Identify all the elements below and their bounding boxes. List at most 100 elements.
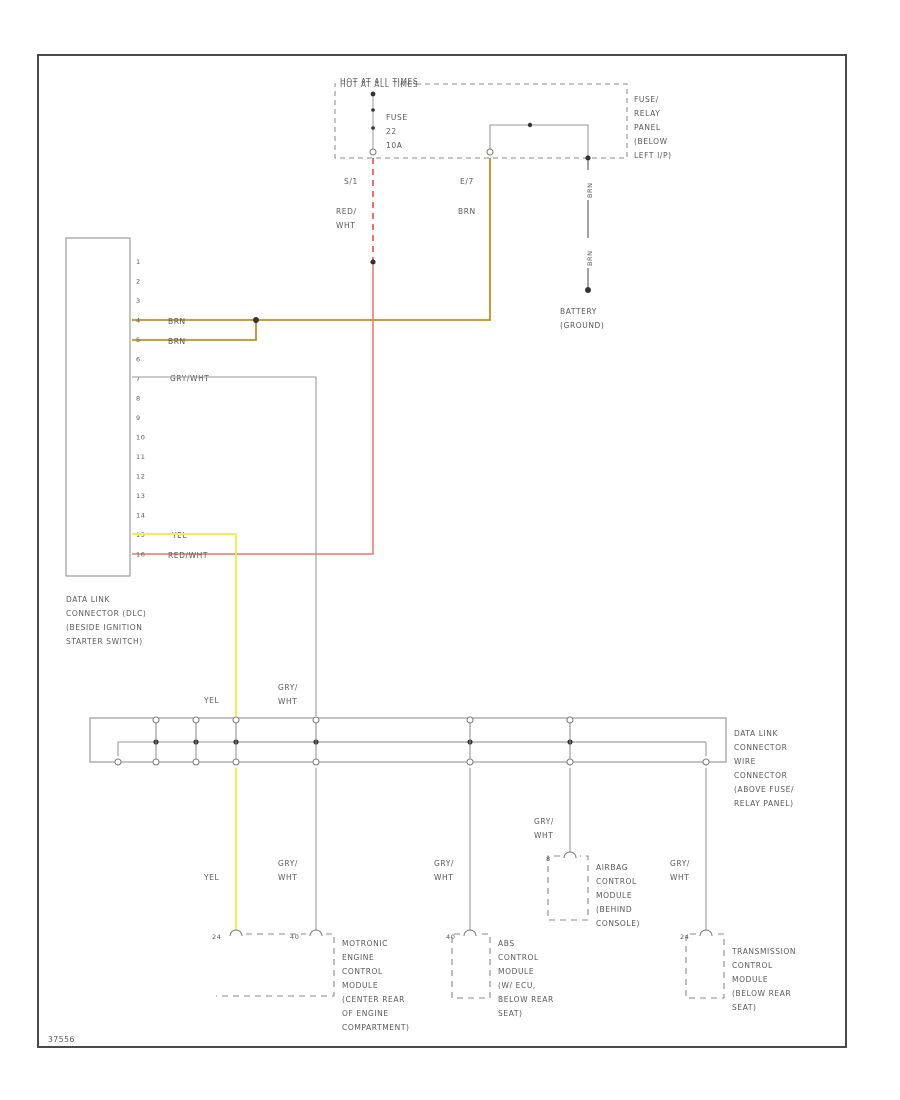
- fuse-panel-label-3: PANEL: [634, 123, 661, 132]
- terminal-s1-label: S/1: [344, 177, 358, 186]
- battery-ground: BRN BRN BATTERY (GROUND): [560, 160, 604, 330]
- fuse-bottom-terminal: [369, 148, 377, 156]
- splice-top-terminal: [152, 716, 160, 724]
- fuse-panel-label-5: LEFT I/P): [634, 151, 672, 160]
- gry-wht-pin7-wire: [132, 376, 317, 716]
- abs-label-3: MODULE: [498, 967, 534, 976]
- dlc-caption-3: (BESIDE IGNITION: [66, 623, 142, 632]
- fuse-panel-outline: [334, 83, 628, 159]
- gry-abs-label-2: WHT: [434, 873, 453, 882]
- dlc-pin-label: 6: [136, 356, 141, 364]
- trans-label-2: CONTROL: [732, 961, 773, 970]
- dlc-pin-label: 14: [136, 512, 145, 520]
- engine-label-4: MODULE: [342, 981, 378, 990]
- hot-at-all-times-text: HOT AT ALL TIMES: [340, 80, 418, 89]
- dlc-pin-label: 7: [136, 375, 141, 383]
- brn-splice-dot: [253, 317, 259, 323]
- engine-label-2: ENGINE: [342, 953, 374, 962]
- engine-pin-40: 40: [290, 933, 299, 941]
- splice-bottom-terminal: [114, 758, 122, 766]
- dlc-pin-label: 13: [136, 492, 145, 500]
- engine-label-7: COMPARTMENT): [342, 1023, 410, 1032]
- trans-label-3: MODULE: [732, 975, 768, 984]
- dlc-caption-4: STARTER SWITCH): [66, 637, 143, 646]
- gry-trans-label-2: WHT: [670, 873, 689, 882]
- fuse-number: 22: [386, 127, 397, 136]
- engine-control-module: 24 40 MOTRONIC ENGINE CONTROL MODULE (CE…: [212, 929, 410, 1032]
- trans-label-4: (BELOW REAR: [732, 989, 791, 998]
- fuse-panel-label-4: (BELOW: [634, 137, 668, 146]
- ground-wire-label-1: BRN: [586, 182, 594, 198]
- gry-abs-label-1: GRY/: [434, 859, 454, 868]
- fuse-panel-terminal-e7: [486, 148, 494, 156]
- dlc-pin-label: 10: [136, 434, 145, 442]
- dlc-pin4-wire-label: BRN: [168, 317, 186, 326]
- splice-top-terminal: [312, 716, 320, 724]
- dlc-pin-label: 2: [136, 278, 141, 286]
- abs-label-4: (W/ ECU,: [498, 981, 536, 990]
- yel-pin15-wire: [132, 533, 237, 716]
- gry-trans-label-1: GRY/: [670, 859, 690, 868]
- gry-upper-label-2: WHT: [278, 697, 297, 706]
- fuse-panel-label-1: FUSE/: [634, 95, 659, 104]
- gry-engine-label-2: WHT: [278, 873, 297, 882]
- splice-label-5: (ABOVE FUSE/: [734, 785, 794, 794]
- splice-label-3: WIRE: [734, 757, 756, 766]
- splice-outline: [89, 717, 727, 763]
- brn-top-label: BRN: [458, 207, 476, 216]
- splice-bottom-terminal: [152, 758, 160, 766]
- dlc-pin-label: 4: [136, 317, 141, 325]
- engine-label-5: (CENTER REAR: [342, 995, 405, 1004]
- airbag-pin-8: 8: [546, 855, 551, 863]
- dlc-outline: [65, 237, 131, 577]
- ground-symbol-icon: [585, 287, 591, 293]
- trans-label-1: TRANSMISSION: [731, 947, 796, 956]
- hot-at-all-times-label: HOT AT ALL TIMES: [340, 77, 418, 86]
- engine-label-3: CONTROL: [342, 967, 383, 976]
- gry-engine-label-1: GRY/: [278, 859, 298, 868]
- dlc-pin16-wire-label: RED/WHT: [168, 551, 208, 560]
- dlc-caption-1: DATA LINK: [66, 595, 111, 604]
- splice-top-terminal: [466, 716, 474, 724]
- splice-bottom-terminal: [192, 758, 200, 766]
- dlc-pin-label: 9: [136, 414, 141, 422]
- dlc-pin-label: 8: [136, 395, 141, 403]
- gry-airbag-label-1: GRY/: [534, 817, 554, 826]
- battery-ground-label-2: (GROUND): [560, 321, 604, 330]
- terminal-e7-label: E/7: [460, 177, 474, 186]
- splice-label-1: DATA LINK: [734, 729, 779, 738]
- gry-upper-label-1: GRY/: [278, 683, 298, 692]
- fuse-rating: 10A: [386, 141, 403, 150]
- airbag-label-4: (BEHIND: [596, 905, 632, 914]
- engine-pin-24: 24: [212, 933, 221, 941]
- engine-label-6: OF ENGINE: [342, 1009, 389, 1018]
- airbag-control-module: 8 AIRBAG CONTROL MODULE (BEHIND CONSOLE): [546, 851, 640, 928]
- abs-label-5: BELOW REAR: [498, 995, 554, 1004]
- ground-wire-label-2: BRN: [586, 250, 594, 266]
- yel-upper-label: YEL: [203, 696, 220, 705]
- abs-pin-40: 40: [446, 933, 455, 941]
- airbag-label-5: CONSOLE): [596, 919, 640, 928]
- dlc-pin15-wire-label: YEL: [171, 531, 188, 540]
- dlc-pin-label: 5: [136, 336, 141, 344]
- splice-bottom-terminal: [566, 758, 574, 766]
- dlc-pin-label: 16: [136, 551, 145, 559]
- splice-label-4: CONNECTOR: [734, 771, 787, 780]
- diagram-frame: [37, 54, 847, 1048]
- figure-id: 37556: [48, 1035, 75, 1044]
- abs-label-2: CONTROL: [498, 953, 539, 962]
- trans-pin-24: 24: [680, 933, 689, 941]
- airbag-label-2: CONTROL: [596, 877, 637, 886]
- splice-top-terminal: [192, 716, 200, 724]
- splice-bottom-terminal: [702, 758, 710, 766]
- abs-label-1: ABS: [498, 939, 515, 948]
- brn-circuit: BRN: [132, 158, 492, 342]
- splice-bottom-terminal: [466, 758, 474, 766]
- dlc-pin5-wire-label: BRN: [168, 337, 186, 346]
- splice-top-terminal: [566, 716, 574, 724]
- fuse-relay-panel: HOT AT ALL TIMES HOT AT ALL TIMES FUSE 2…: [334, 77, 672, 186]
- red-wht-label-2: WHT: [336, 221, 355, 230]
- dlc-pin-label: 12: [136, 473, 145, 481]
- abs-label-6: SEAT): [498, 1009, 523, 1018]
